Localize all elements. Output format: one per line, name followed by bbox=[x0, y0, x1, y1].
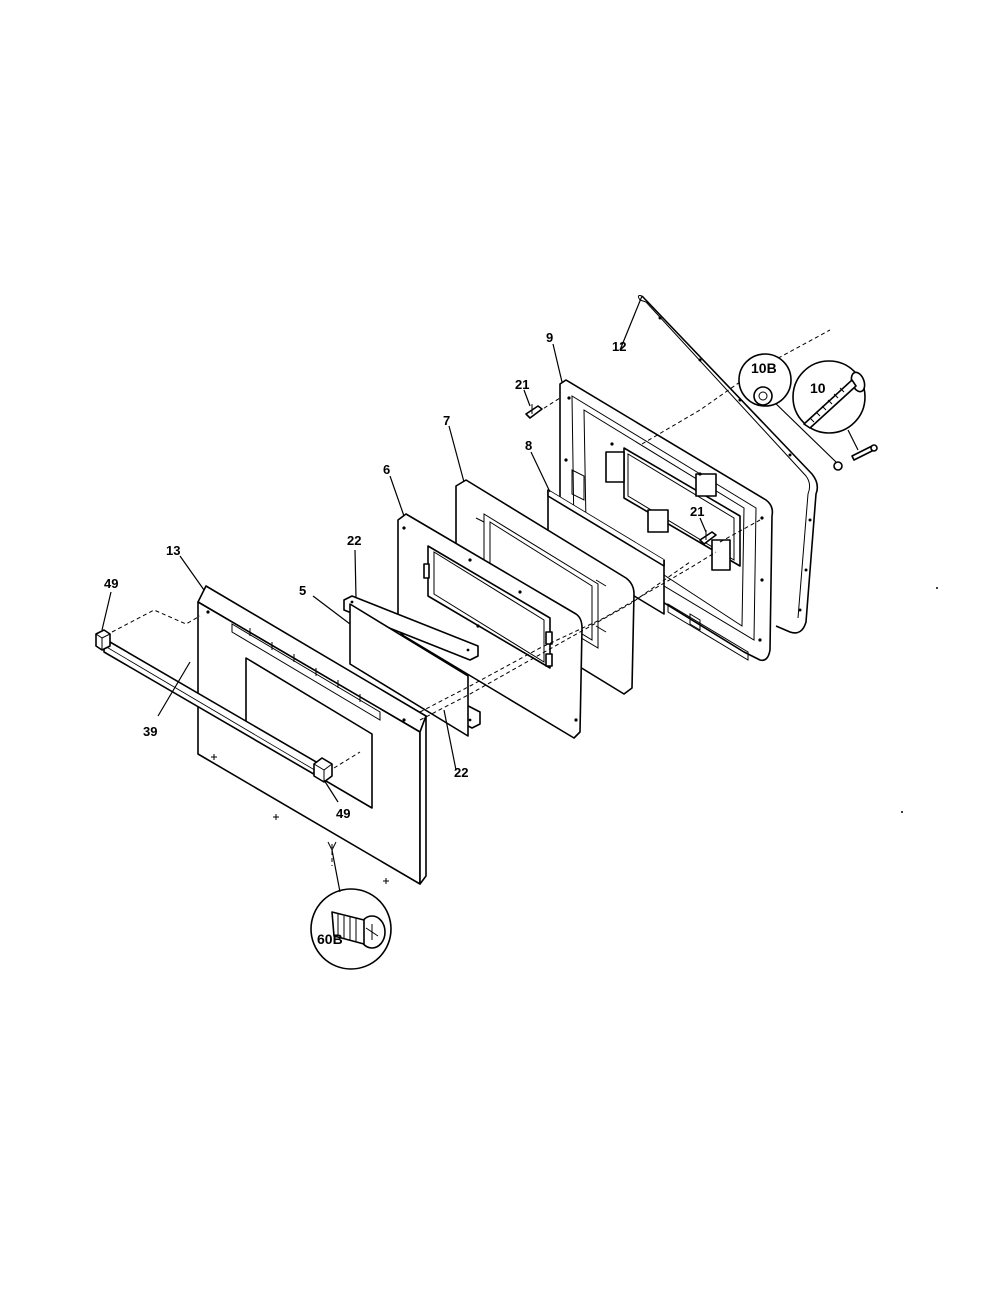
callout-10B: 10B bbox=[751, 360, 777, 376]
leader-10B bbox=[769, 397, 837, 463]
callout-9: 9 bbox=[546, 330, 553, 345]
callout-6: 6 bbox=[383, 462, 390, 477]
callout-49-left: 49 bbox=[104, 576, 118, 591]
stray-dot bbox=[901, 811, 903, 813]
detail-10B-washer bbox=[738, 353, 792, 407]
leader-10 bbox=[847, 429, 859, 451]
part-8-inner-glass bbox=[547, 489, 665, 615]
part-49-right-end-cap bbox=[313, 757, 333, 783]
detail-60B-screw bbox=[310, 888, 392, 970]
callout-22-lower: 22 bbox=[454, 765, 468, 780]
detail-10-screw bbox=[792, 360, 866, 434]
callout-8: 8 bbox=[525, 438, 532, 453]
callout-12: 12 bbox=[612, 339, 626, 354]
callout-7: 7 bbox=[443, 413, 450, 428]
part-5-outer-glass bbox=[349, 603, 469, 737]
part-21-upper-clip bbox=[525, 404, 543, 419]
part-22-upper-rail bbox=[343, 595, 479, 661]
part-12-door-liner-frame bbox=[637, 295, 819, 634]
callout-60B: 60B bbox=[317, 931, 343, 947]
part-10-screw-installed bbox=[833, 444, 878, 471]
alignment-lines bbox=[111, 329, 831, 866]
callout-21-lower: 21 bbox=[690, 504, 704, 519]
callout-10: 10 bbox=[810, 380, 826, 396]
callout-13: 13 bbox=[166, 543, 180, 558]
callout-49-right: 49 bbox=[336, 806, 350, 821]
callout-21-upper: 21 bbox=[515, 377, 529, 392]
screw-60B-arrow bbox=[327, 841, 337, 852]
leader-60B bbox=[331, 849, 341, 893]
stray-dot bbox=[936, 587, 938, 589]
part-49-left-end-cap bbox=[95, 629, 111, 651]
callout-5: 5 bbox=[299, 583, 306, 598]
leader-lines bbox=[101, 295, 707, 803]
frame-screw-holes bbox=[658, 316, 812, 612]
callout-39: 39 bbox=[143, 724, 157, 739]
callout-labels: 13 49 39 49 5 22 22 6 7 8 21 21 9 12 10B… bbox=[104, 330, 826, 947]
callout-22-upper: 22 bbox=[347, 533, 361, 548]
part-13-outer-door-panel bbox=[197, 585, 427, 885]
